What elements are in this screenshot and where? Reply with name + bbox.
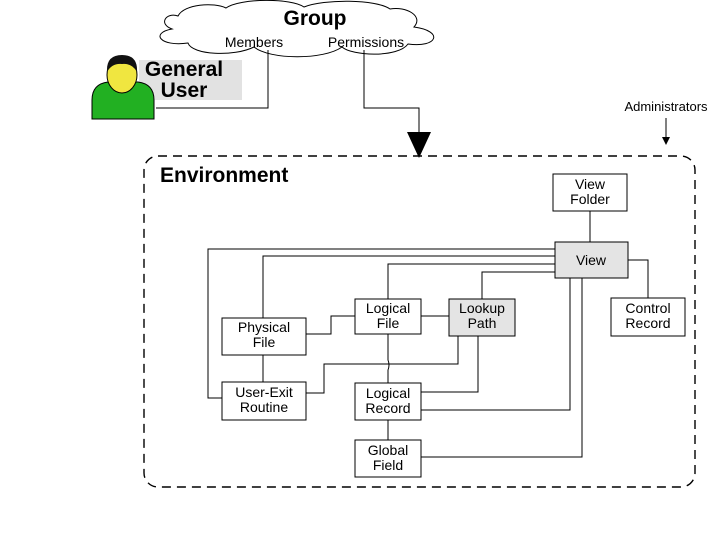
node-global-field: Global Field — [354, 439, 422, 478]
connector-view-control — [628, 259, 649, 298]
node-label: Field — [373, 457, 403, 473]
members-label: Members — [225, 34, 283, 50]
connector-view-logicalfile — [387, 263, 555, 299]
permissions-arrowhead — [407, 132, 431, 158]
node-label: Routine — [240, 399, 288, 415]
user-label-line1: General — [145, 58, 223, 81]
connector-view-physical — [262, 255, 555, 318]
node-label: Physical — [238, 319, 290, 335]
environment-title: Environment — [160, 164, 288, 187]
user-label-plate — [139, 60, 242, 100]
connector-view-lookup — [481, 271, 555, 299]
node-user-exit-routine: User-Exit Routine — [221, 381, 307, 421]
node-physical-file: Physical File — [221, 317, 307, 356]
members-connector — [156, 50, 269, 109]
node-physical-file-box — [221, 317, 307, 356]
node-label: Control — [625, 300, 670, 316]
node-label: User-Exit — [235, 384, 293, 400]
node-label: File — [253, 334, 276, 350]
node-label: View — [576, 252, 607, 268]
node-label: Logical — [366, 385, 410, 401]
node-logical-record-box — [354, 382, 422, 421]
node-label: View — [575, 176, 606, 192]
connector-view-globalfield — [421, 278, 583, 458]
connector-logicalfile-logicalrecord — [387, 334, 390, 383]
node-label: Path — [468, 315, 497, 331]
administrators-arrowhead — [662, 137, 670, 145]
node-view-box — [554, 241, 629, 279]
connector-view-logicalrecord — [421, 278, 571, 411]
node-control-record-box — [610, 297, 686, 337]
node-logical-file: Logical File — [354, 298, 422, 335]
node-view: View — [554, 241, 629, 279]
node-logical-record: Logical Record — [354, 382, 422, 421]
node-view-folder: View Folder — [552, 173, 628, 212]
connector-view-userexit — [207, 248, 555, 399]
node-label: File — [377, 315, 400, 331]
node-label: Record — [625, 315, 670, 331]
permissions-connector — [363, 50, 420, 132]
node-label: Global — [368, 442, 408, 458]
connectors — [207, 211, 649, 458]
node-label: Record — [365, 400, 410, 416]
node-label: Logical — [366, 300, 410, 316]
node-lookup-path: Lookup Path — [448, 298, 516, 337]
environment-boundary — [143, 155, 696, 488]
connector-lookup-logicalrecord — [421, 336, 479, 393]
connector-lookup-userexit — [306, 336, 459, 394]
permissions-label: Permissions — [328, 34, 404, 50]
administrators-label: Administrators — [624, 99, 708, 114]
node-lookup-path-box — [448, 298, 516, 337]
node-label: Folder — [570, 191, 610, 207]
general-user: General User — [91, 55, 242, 120]
node-logical-file-box — [354, 298, 422, 335]
cloud-shape — [159, 0, 435, 58]
node-global-field-box — [354, 439, 422, 478]
group-title: Group — [284, 7, 347, 30]
user-avatar-hair — [106, 55, 138, 72]
connector-physical-logicalfile — [306, 315, 355, 335]
user-avatar-body — [91, 81, 155, 120]
node-label: Lookup — [459, 300, 505, 316]
node-user-exit-routine-box — [221, 381, 307, 421]
node-control-record: Control Record — [610, 297, 686, 337]
user-label-line2: User — [161, 79, 208, 102]
node-view-folder-box — [552, 173, 628, 212]
group-cloud: Group Members Permissions — [159, 0, 435, 58]
